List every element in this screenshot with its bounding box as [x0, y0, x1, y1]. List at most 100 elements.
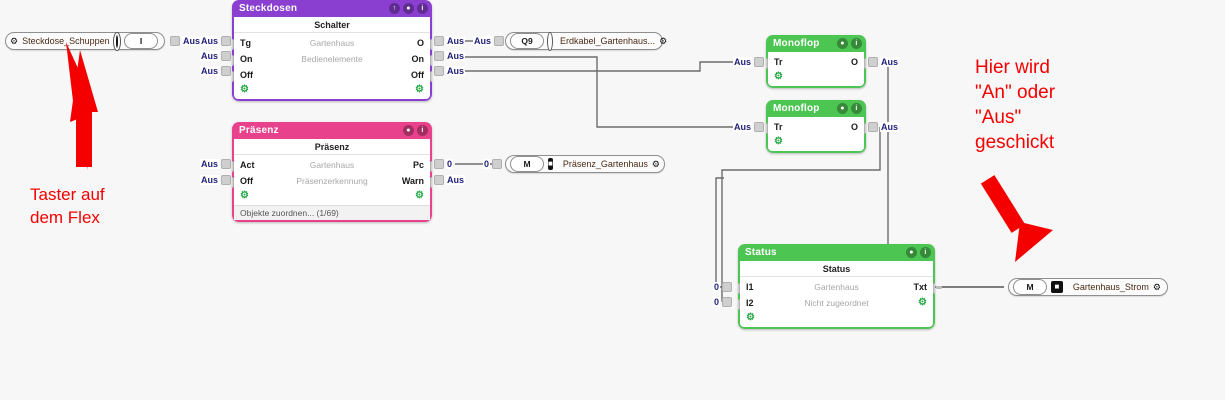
input-socket-icon[interactable] [766, 123, 768, 134]
add-output-icon[interactable]: ⚙ [415, 84, 424, 95]
signal-label: Aus [880, 57, 900, 67]
settings-icon[interactable]: ● [837, 38, 848, 49]
add-input-icon[interactable]: ⚙ [774, 71, 783, 82]
port-row[interactable]: On Bedienelemente On [232, 51, 432, 67]
widget-button[interactable]: I [124, 33, 158, 49]
node-header[interactable]: Steckdosen ↑ ● i [232, 0, 432, 17]
port-row[interactable]: Off Präsenzerkennung Warn [232, 173, 432, 189]
node-body: Schalter Tg Gartenhaus O On Bedienelemen… [232, 17, 432, 101]
port-row[interactable]: Tr O [766, 54, 866, 70]
widget-praesenz-gartenhaus[interactable]: M ■ Präsenz_Gartenhaus ⚙ [505, 155, 665, 173]
info-icon[interactable]: i [851, 38, 862, 49]
port-row-add[interactable]: ⚙ ⚙ [234, 189, 430, 203]
socket-icon [221, 36, 232, 46]
widget-tag[interactable]: M [1013, 279, 1047, 295]
widget-label: Steckdose_Schuppen [22, 36, 110, 46]
widget-tag[interactable]: Q9 [510, 33, 544, 49]
output-lead [936, 286, 942, 289]
arrow-right-icon [980, 175, 1053, 262]
output-socket-icon[interactable] [864, 123, 866, 134]
signal-pre-praesenz-pill: 0 [483, 159, 503, 169]
info-icon[interactable]: i [920, 247, 931, 258]
output-socket-icon[interactable] [430, 39, 432, 50]
input-port-label: Off [240, 70, 253, 80]
info-icon[interactable]: i [417, 125, 428, 136]
node-monoflop-1[interactable]: Monoflop ● i Tr O ⚙ [766, 35, 866, 88]
gear-icon[interactable]: ⚙ [10, 35, 19, 46]
input-socket-icon[interactable] [232, 55, 234, 66]
node-header[interactable]: Monoflop ● i [766, 100, 866, 117]
output-socket-icon[interactable] [864, 58, 866, 69]
gear-icon[interactable]: ⚙ [659, 35, 668, 46]
add-input-icon[interactable]: ⚙ [774, 136, 783, 147]
node-status[interactable]: Status ● i Status I1 Gartenhaus Txt I2 [738, 244, 935, 329]
settings-icon[interactable]: ● [403, 125, 414, 136]
node-header-buttons[interactable]: ● i [906, 247, 931, 258]
add-input-icon[interactable]: ⚙ [240, 84, 249, 95]
node-header[interactable]: Status ● i [738, 244, 935, 261]
node-header-buttons[interactable]: ● i [837, 103, 862, 114]
port-row-add[interactable]: ⚙ [740, 311, 933, 325]
signal-label: Aus [446, 66, 466, 76]
output-socket-icon[interactable] [430, 55, 432, 66]
port-row[interactable]: Tr O [766, 119, 866, 135]
port-row-add[interactable]: ⚙ [768, 135, 864, 149]
port-row[interactable]: I1 Gartenhaus Txt [738, 279, 935, 295]
output-socket-icon[interactable] [430, 177, 432, 188]
port-row-add[interactable]: ⚙ ⚙ [234, 83, 430, 97]
node-header[interactable]: Präsenz ● i [232, 122, 432, 139]
node-header-buttons[interactable]: ● i [403, 125, 428, 136]
node-subtitle: Präsenz [234, 139, 430, 155]
node-monoflop-2[interactable]: Monoflop ● i Tr O ⚙ [766, 100, 866, 153]
port-row[interactable]: Act Gartenhaus Pc [232, 157, 432, 173]
port-row[interactable]: I2 Nicht zugeordnet ⚙ [738, 295, 933, 311]
add-output-icon[interactable]: ⚙ [415, 190, 424, 201]
output-port-label: O [850, 57, 858, 67]
node-steckdosen[interactable]: Steckdosen ↑ ● i Schalter Tg Gartenhaus … [232, 0, 432, 101]
toggle-icon[interactable] [548, 32, 552, 50]
input-socket-icon[interactable] [766, 58, 768, 69]
settings-icon[interactable]: ● [403, 3, 414, 14]
node-header[interactable]: Monoflop ● i [766, 35, 866, 52]
settings-icon[interactable]: ● [906, 247, 917, 258]
info-icon[interactable]: i [851, 103, 862, 114]
output-socket-icon[interactable] [430, 71, 432, 82]
add-input-icon[interactable]: ⚙ [746, 312, 755, 323]
node-ports: Tr O ⚙ [766, 117, 866, 151]
add-input-icon[interactable]: ⚙ [240, 190, 249, 201]
gear-icon[interactable]: ⚙ [651, 158, 660, 169]
widget-steckdose-schuppen[interactable]: ⚙ Steckdose_Schuppen I [5, 32, 165, 50]
info-icon[interactable]: i [417, 3, 428, 14]
gear-icon[interactable]: ⚙ [1152, 281, 1161, 292]
node-footer[interactable]: Objekte zuordnen... (1/69) [234, 205, 430, 220]
port-row[interactable]: Off Off [232, 67, 432, 83]
input-socket-icon[interactable] [232, 71, 234, 82]
settings-icon[interactable]: ● [837, 103, 848, 114]
port-row-add[interactable]: ⚙ [768, 70, 864, 84]
widget-gartenhaus-strom[interactable]: M ■ Gartenhaus_Strom ⚙ [1008, 278, 1168, 296]
widget-erdkabel-gartenhaus[interactable]: Q9 Erdkabel_Gartenhaus... ⚙ [505, 32, 667, 50]
input-socket-icon[interactable] [232, 161, 234, 172]
stop-icon[interactable]: ■ [548, 158, 553, 170]
input-socket-icon[interactable] [232, 177, 234, 188]
collapse-icon[interactable]: ↑ [389, 3, 400, 14]
add-output-icon[interactable]: ⚙ [918, 297, 927, 308]
node-praesenz[interactable]: Präsenz ● i Präsenz Act Gartenhaus Pc Of… [232, 122, 432, 222]
input-socket-icon[interactable] [232, 39, 234, 50]
socket-icon [494, 36, 505, 46]
input-socket-icon[interactable] [738, 299, 740, 310]
input-port-label: I2 [746, 298, 754, 308]
input-socket-icon[interactable] [738, 283, 740, 294]
port-row[interactable]: Tg Gartenhaus O [232, 35, 432, 51]
output-socket-icon[interactable] [933, 283, 935, 294]
node-header-buttons[interactable]: ● i [837, 38, 862, 49]
output-port-label: Warn [401, 176, 424, 186]
stop-icon[interactable]: ■ [1051, 281, 1063, 293]
node-center-line: Nicht zugeordnet [804, 298, 869, 308]
toggle-icon[interactable] [113, 32, 120, 50]
signal-in-monoflop-2: Aus [733, 122, 765, 132]
node-header-buttons[interactable]: ↑ ● i [389, 3, 428, 14]
widget-tag[interactable]: M [510, 156, 544, 172]
output-socket-icon[interactable] [430, 161, 432, 172]
